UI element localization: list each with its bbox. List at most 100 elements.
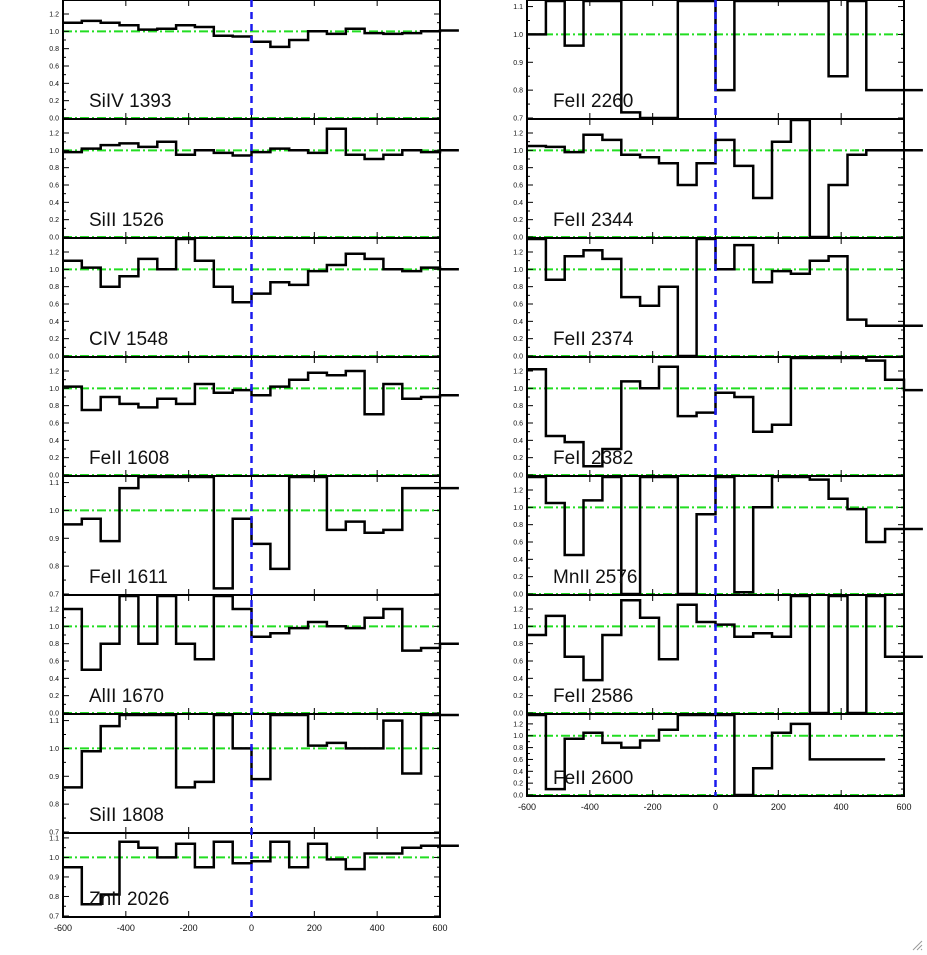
ytick-label: 0.0 [49, 473, 59, 480]
ytick-label: 1.1 [49, 480, 59, 487]
ytick-label: 0.2 [49, 98, 59, 105]
ytick-label: 0.0 [513, 235, 523, 242]
resize-grip-icon[interactable] [911, 939, 923, 951]
line-label: FeII 1608 [89, 448, 169, 469]
ytick-label: 1.2 [49, 250, 59, 257]
ytick-label: 1.0 [513, 267, 523, 274]
ytick-label: 0.8 [513, 88, 523, 95]
ytick-label: 0.2 [513, 693, 523, 700]
ytick-label: 1.2 [513, 721, 523, 728]
xtick-label: 400 [834, 802, 849, 812]
xtick-label: 0 [713, 802, 718, 812]
ytick-label: 0.6 [49, 659, 59, 666]
ytick-label: 0.9 [49, 874, 59, 881]
spectrum-step-line [63, 840, 459, 906]
ytick-label: 0.6 [513, 659, 523, 666]
ytick-label: 0.2 [513, 455, 523, 462]
ytick-label: 0.0 [49, 116, 59, 123]
ytick-label: 1.2 [49, 607, 59, 614]
ytick-label: 0.6 [49, 302, 59, 309]
ytick-label: 1.0 [513, 148, 523, 155]
ytick-label: 1.0 [49, 148, 59, 155]
ytick-label: 0.4 [513, 557, 523, 564]
line-label: MnII 2576 [553, 567, 638, 588]
ytick-label: 0.7 [49, 830, 59, 837]
line-label: FeII 2586 [553, 686, 633, 707]
ytick-label: 0.6 [513, 421, 523, 428]
ytick-label: 1.2 [49, 131, 59, 138]
ytick-label: 0.6 [513, 183, 523, 190]
xtick-label: -600 [518, 802, 536, 812]
line-label: SiIV 1393 [89, 91, 171, 112]
ytick-label: 0.8 [513, 522, 523, 529]
xtick-label: 600 [432, 923, 447, 933]
ytick-label: 0.4 [49, 676, 59, 683]
ytick-label: 0.6 [49, 64, 59, 71]
ytick-label: 0.4 [49, 319, 59, 326]
ytick-label: 0.8 [49, 284, 59, 291]
ytick-label: 1.0 [49, 29, 59, 36]
ytick-label: 0.2 [49, 217, 59, 224]
ytick-label: 0.2 [513, 574, 523, 581]
ytick-label: 0.8 [49, 564, 59, 571]
ytick-label: 0.4 [513, 319, 523, 326]
ytick-label: 1.2 [513, 607, 523, 614]
ytick-label: 0.4 [49, 200, 59, 207]
ytick-label: 1.0 [49, 746, 59, 753]
ytick-label: 0.8 [49, 403, 59, 410]
line-label: FeII 2600 [553, 768, 633, 789]
ytick-label: 1.1 [513, 4, 523, 11]
ytick-label: 0.8 [49, 641, 59, 648]
xtick-label: 600 [896, 802, 911, 812]
ytick-label: 0.0 [49, 711, 59, 718]
ytick-label: 0.8 [513, 641, 523, 648]
ytick-label: 0.8 [49, 894, 59, 901]
spectrum-step-line [63, 713, 459, 789]
ytick-label: 0.6 [513, 757, 523, 764]
ytick-label: 0.4 [49, 81, 59, 88]
ytick-label: 0.9 [49, 536, 59, 543]
ytick-label: 0.6 [49, 183, 59, 190]
line-label: SiII 1808 [89, 805, 164, 826]
ytick-label: 0.2 [513, 336, 523, 343]
ytick-label: 0.6 [49, 421, 59, 428]
xtick-label: -400 [581, 802, 599, 812]
ytick-label: 1.0 [49, 267, 59, 274]
line-label: ZnII 2026 [89, 889, 169, 910]
ytick-label: 1.2 [513, 488, 523, 495]
line-label: CIV 1548 [89, 329, 168, 350]
ytick-label: 0.2 [513, 217, 523, 224]
ytick-label: 0.6 [513, 302, 523, 309]
ytick-label: 0.8 [49, 802, 59, 809]
spectrum-step-line [63, 237, 459, 304]
ytick-label: 0.2 [49, 693, 59, 700]
ytick-label: 0.9 [513, 60, 523, 67]
spectrum-step-line [63, 369, 459, 416]
xtick-label: 400 [370, 923, 385, 933]
ytick-label: 0.4 [49, 438, 59, 445]
ytick-label: 1.1 [49, 718, 59, 725]
ytick-label: 0.8 [513, 165, 523, 172]
line-label: FeII 2382 [553, 448, 633, 469]
ytick-label: 0.0 [513, 354, 523, 361]
spectrum-step-line [63, 127, 459, 161]
ytick-label: 1.1 [49, 835, 59, 842]
line-label: FeII 1611 [89, 567, 168, 588]
ytick-label: 1.0 [513, 505, 523, 512]
ytick-label: 0.8 [49, 46, 59, 53]
ytick-label: 1.0 [49, 386, 59, 393]
ytick-label: 1.2 [513, 131, 523, 138]
ytick-label: 1.0 [49, 624, 59, 631]
xtick-label: -600 [54, 923, 72, 933]
